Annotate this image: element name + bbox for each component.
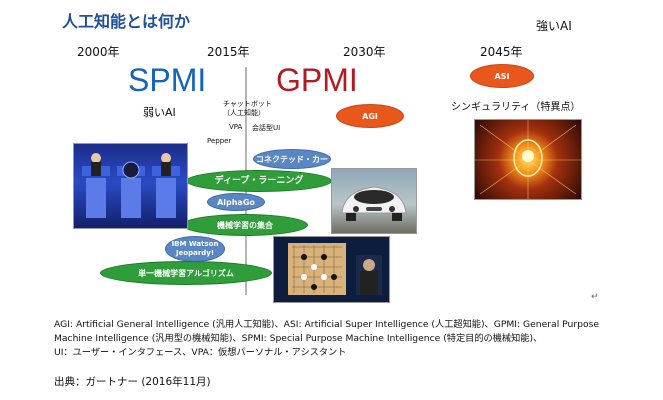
vpa-label: VPA bbox=[229, 123, 243, 131]
asi-label: ASI bbox=[494, 71, 510, 81]
connected-car-label: コネクテッド・カー bbox=[256, 154, 328, 164]
car-image bbox=[331, 168, 417, 234]
car-picture bbox=[341, 186, 407, 221]
conversational-ui-label: 会話型UI bbox=[252, 124, 281, 132]
single-ml-ellipse: 単一機械学習アルゴリズム bbox=[100, 261, 272, 285]
ibm-watson-label: IBM Watson Jeopardy! bbox=[171, 240, 219, 257]
ibm-watson-ellipse: IBM Watson Jeopardy! bbox=[165, 236, 225, 262]
spmi-heading: SPMI bbox=[128, 62, 207, 98]
ml-collective-label: 機械学習の集合 bbox=[217, 220, 273, 230]
alphago-picture bbox=[288, 243, 382, 295]
alphago-label: AlphaGo bbox=[217, 197, 255, 207]
agi-label: AGI bbox=[362, 111, 378, 121]
footnote-abbreviations: UI：ユーザー・インタフェース、VPA：仮想パーソナル・アシスタント bbox=[54, 347, 347, 358]
deep-learning-label: ディープ・ラーニング bbox=[214, 175, 304, 186]
paragraph-mark: ↵ bbox=[591, 292, 599, 302]
glowing-head-picture bbox=[475, 120, 581, 199]
deep-learning-ellipse: ディープ・ラーニング bbox=[186, 170, 332, 192]
pepper-label: Pepper bbox=[207, 137, 232, 145]
chatbot-label: チャットボット （人工知能） bbox=[223, 100, 272, 117]
singularity-label: シンギュラリティ（特異点） bbox=[451, 102, 581, 113]
singularity-image bbox=[474, 119, 582, 200]
footnote-definitions: AGI: Artificial General Intelligence (汎用… bbox=[54, 319, 600, 344]
ml-collective-ellipse: 機械学習の集合 bbox=[182, 214, 308, 236]
agi-ellipse: AGI bbox=[336, 104, 404, 128]
year-2030: 2030年 bbox=[343, 45, 386, 59]
year-2045: 2045年 bbox=[480, 45, 523, 59]
jeopardy-picture bbox=[82, 153, 180, 218]
asi-ellipse: ASI bbox=[470, 64, 534, 88]
connected-car-ellipse: コネクテッド・カー bbox=[253, 149, 331, 169]
jeopardy-image bbox=[73, 143, 188, 229]
strong-ai-label: 強いAI bbox=[536, 19, 572, 33]
alphago-image bbox=[273, 236, 390, 303]
weak-ai-label: 弱いAI bbox=[143, 106, 176, 119]
footnotes: AGI: Artificial General Intelligence (汎用… bbox=[54, 318, 634, 360]
source-citation: 出典：ガートナー (2016年11月) bbox=[54, 376, 211, 388]
year-2000: 2000年 bbox=[77, 45, 120, 59]
page-title: 人工知能とは何か bbox=[62, 12, 191, 31]
alphago-ellipse: AlphaGo bbox=[207, 193, 265, 211]
gpmi-heading: GPMI bbox=[276, 62, 358, 98]
single-ml-label: 単一機械学習アルゴリズム bbox=[138, 268, 234, 278]
year-2015: 2015年 bbox=[207, 45, 250, 59]
